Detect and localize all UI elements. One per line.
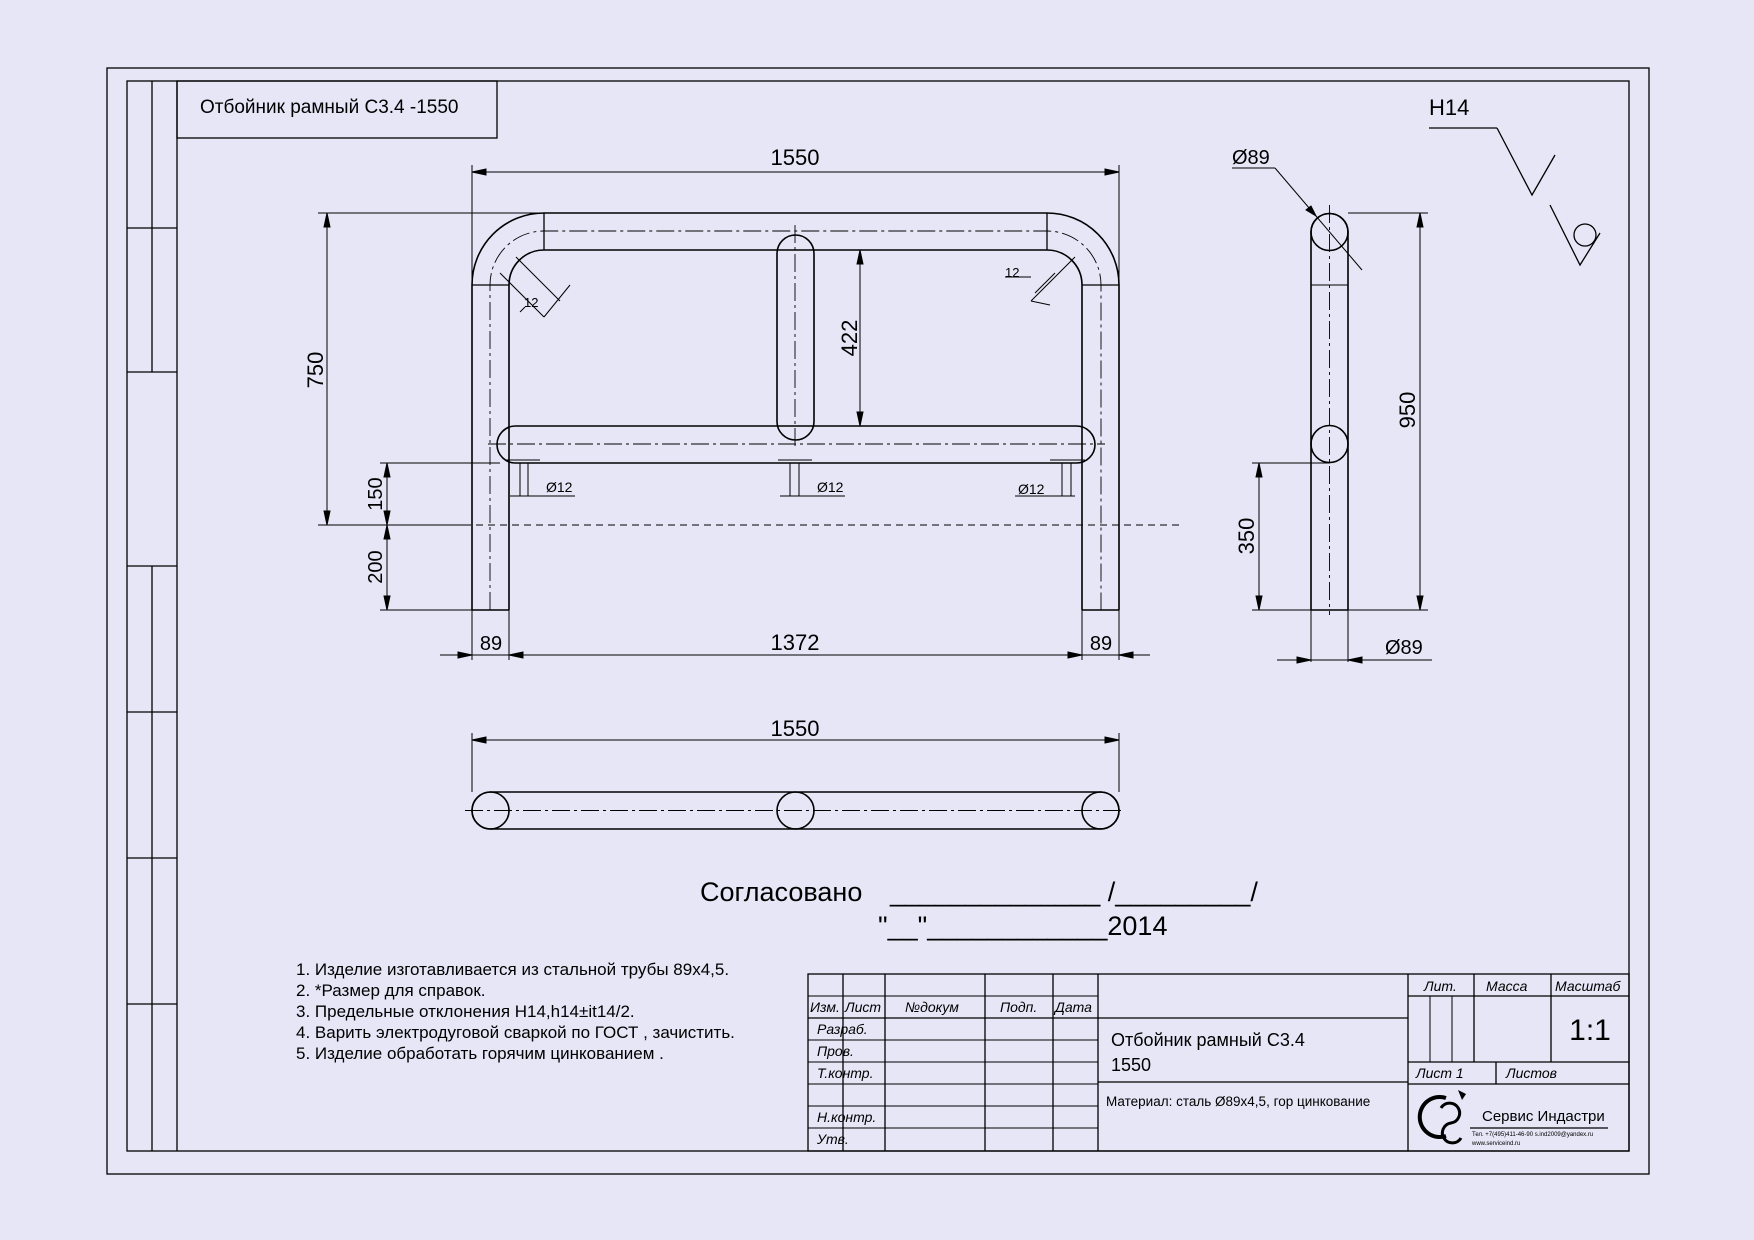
sheets-label: Листов [1505,1065,1557,1081]
row-utv: Утв. [816,1131,849,1147]
hole-dia-left: Ø12 [546,479,573,495]
dim-vertical-422: 422 [837,320,862,357]
top-view: 1550 [465,716,1125,830]
sheet-label: Лист 1 [1415,1065,1464,1081]
company-logo-icon [1417,1090,1466,1145]
col-list: Лист [844,999,881,1015]
company-contacts: Тел. +7(495)411-46-90 s.ind2009@yandex.r… [1472,1132,1593,1138]
note-2: 2. *Размер для справок. [296,981,486,1000]
col-izm: Изм. [810,999,840,1015]
masshtab-label: Масштаб [1555,978,1622,994]
scale-value: 1:1 [1569,1014,1611,1047]
dim-200: 200 [365,550,387,583]
side-dim-950: 950 [1395,392,1420,429]
dim-height-750: 750 [303,352,328,389]
hole-dia-right: Ø12 [1018,481,1045,497]
note-5: 5. Изделие обработать горячим цинкование… [296,1044,664,1063]
company-name: Сервис Индастри [1482,1108,1605,1125]
product-size: 1550 [1111,1055,1151,1075]
title-block [807,973,1630,1152]
side-tube-dia-top: Ø89 [1232,147,1270,169]
notes: 1. Изделие изготавливается из стальной т… [296,960,735,1063]
bend-radius-right: 12 [1005,265,1019,280]
side-dim-350: 350 [1234,518,1259,555]
side-tube-dia-bottom: Ø89 [1385,637,1423,659]
roughness-symbol: H14 [1429,95,1601,267]
dim-post-spacing: 1372 [771,630,820,655]
approval-line2: "__"____________2014 [878,911,1167,941]
dim-width-1550: 1550 [771,145,820,170]
col-podp: Подп. [1000,999,1037,1015]
approval-label: Согласовано [700,877,862,907]
col-data: Дата [1053,999,1092,1015]
row-razrab: Разраб. [817,1021,868,1037]
left-stamp-strip [127,81,178,1151]
outer-border [106,67,1650,1175]
company-website: www.serviceind.ru [1471,1141,1520,1147]
note-4: 4. Варить электродуговой сваркой по ГОСТ… [296,1023,735,1042]
frame-title-box [176,80,498,139]
col-dokum: №докум [905,999,959,1015]
title-block-labels: Изм. Лист №докум Подп. Дата Разраб. Пров… [810,978,1622,1147]
approval-line1: ______________ /_________/ [889,877,1258,907]
dim-150: 150 [365,477,387,510]
dim-post-right: 89 [1090,633,1112,655]
row-nkontr: Н.контр. [817,1109,876,1125]
lit-label: Лит. [1423,978,1457,994]
roughness-label: H14 [1429,95,1469,120]
row-prov: Пров. [817,1043,854,1059]
note-3: 3. Предельные отклонения H14,h14±it14/2. [296,1002,635,1021]
frame-title: Отбойник рамный С3.4 -1550 [200,97,459,118]
dim-post-left: 89 [480,633,502,655]
top-dim-1550: 1550 [771,716,820,741]
bend-radius-left: 12 [524,295,538,310]
side-view: Ø89 950 350 Ø89 [1232,147,1432,664]
front-view: 12 12 Ø12 Ø12 Ø12 1550 750 [303,145,1180,660]
hole-dia-mid: Ø12 [817,479,844,495]
massa-label: Масса [1486,978,1528,994]
note-1: 1. Изделие изготавливается из стальной т… [296,960,729,979]
material: Материал: сталь Ø89х4,5, гор цинкование [1106,1094,1370,1109]
row-tkontr: Т.контр. [817,1065,873,1081]
product-name: Отбойник рамный С3.4 [1111,1030,1305,1050]
